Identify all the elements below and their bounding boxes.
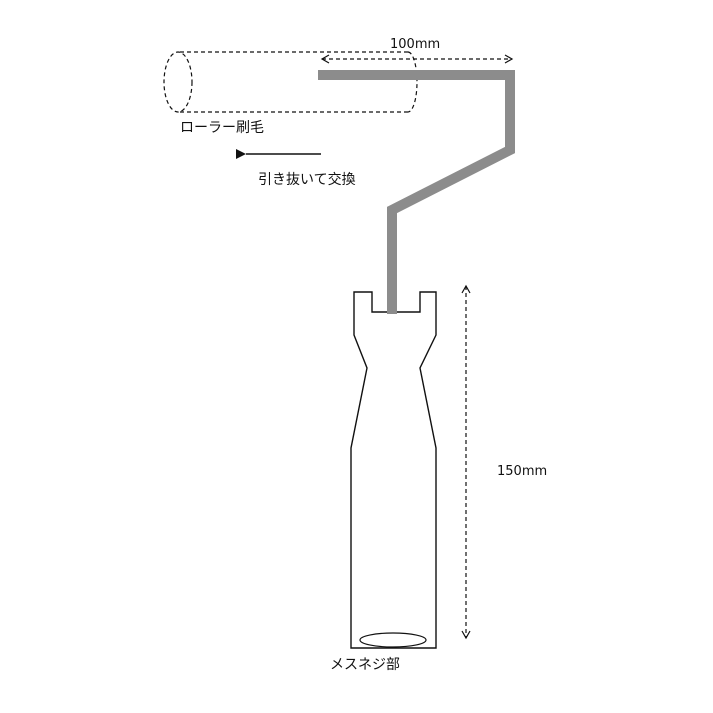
female-thread-label: メスネジ部 — [330, 657, 400, 673]
pull-out-exchange-label: 引き抜いて交換 — [258, 172, 356, 188]
roller-cover-outline — [163, 51, 418, 113]
female-thread-opening — [359, 632, 427, 648]
width-dimension-label: 100mm — [390, 37, 441, 52]
handle-dimension-label: 150mm — [497, 464, 548, 479]
handle-outline — [350, 291, 437, 649]
roller-frame-rod — [318, 70, 515, 318]
roller-brush-label: ローラー刷毛 — [180, 120, 264, 136]
